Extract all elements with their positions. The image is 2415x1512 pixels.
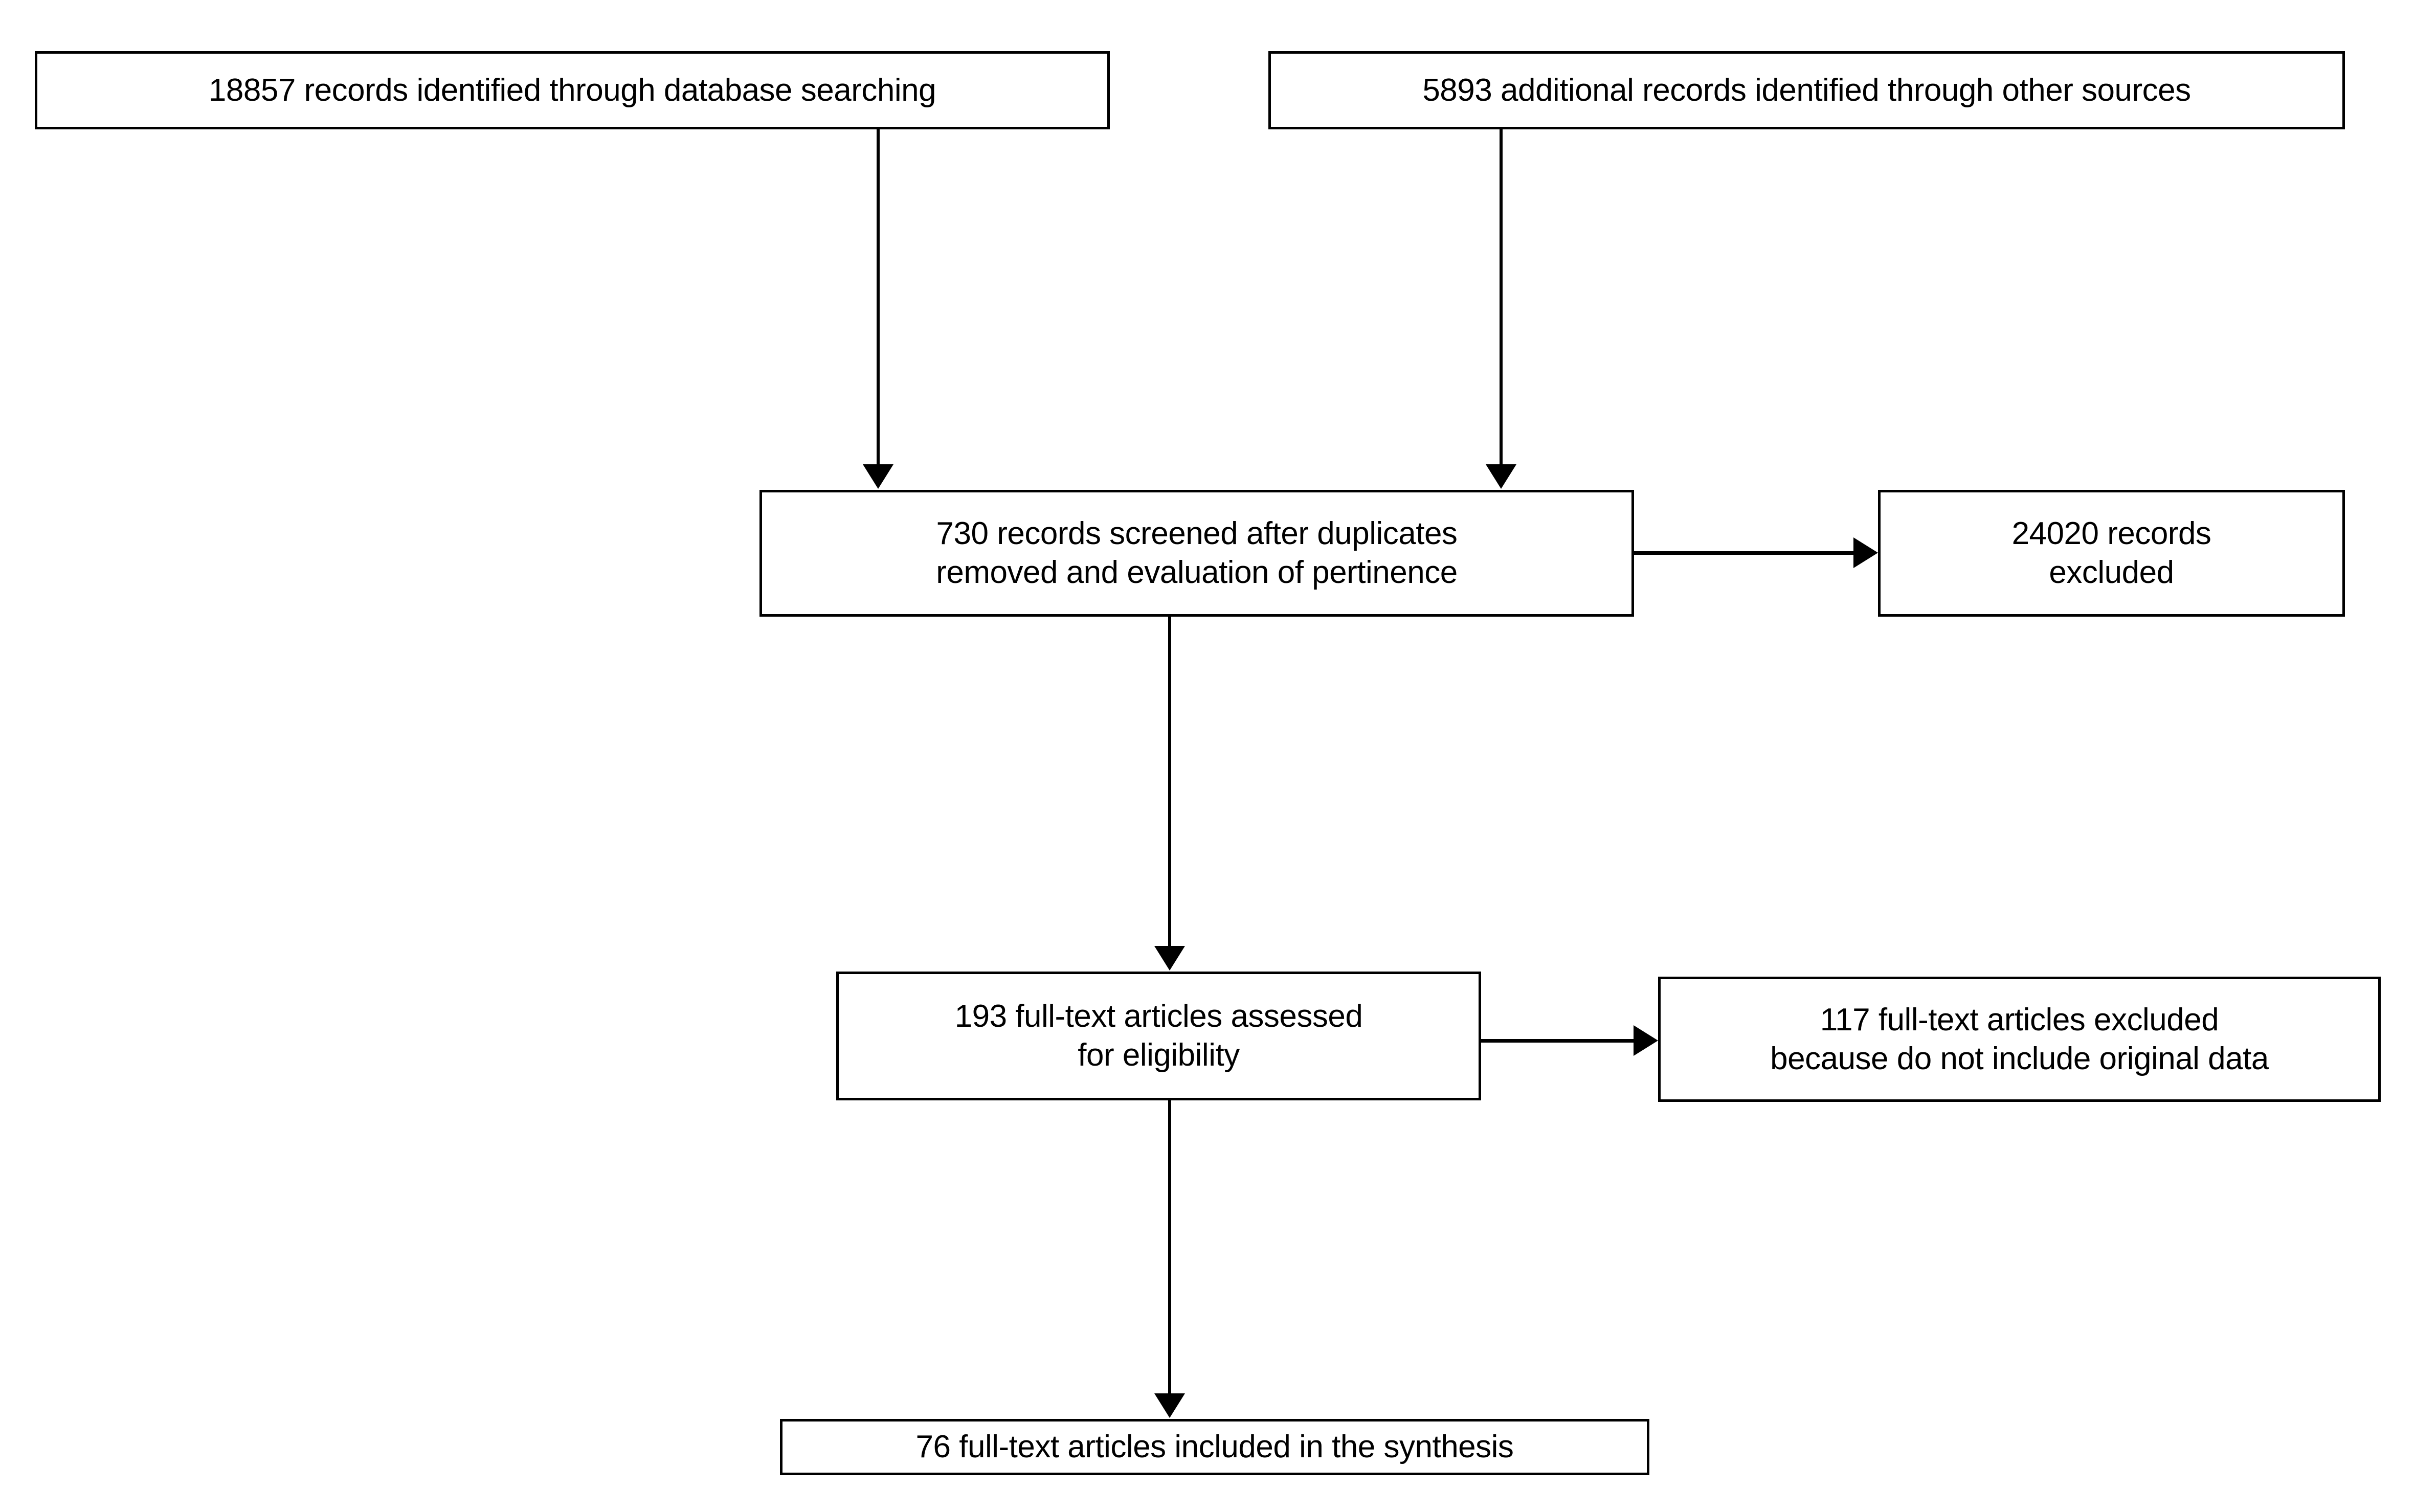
node-records-identified-other-label: 5893 additional records identified throu… bbox=[1422, 72, 2191, 108]
edge-fulltext-to-included-line bbox=[1168, 1100, 1171, 1394]
edge-screened-to-fulltext-arrowhead-icon bbox=[1154, 946, 1185, 971]
edge-db-to-screened-line bbox=[877, 129, 880, 465]
edge-other-to-screened-line bbox=[1500, 129, 1503, 465]
edge-fulltext-to-excluded-line bbox=[1481, 1039, 1635, 1043]
node-full-text-assessed: 193 full-text articles assessed for elig… bbox=[836, 972, 1481, 1100]
edge-other-to-screened-arrowhead-icon bbox=[1486, 464, 1516, 489]
node-articles-included-label: 76 full-text articles included in the sy… bbox=[915, 1429, 1514, 1465]
node-articles-included: 76 full-text articles included in the sy… bbox=[780, 1419, 1649, 1475]
node-full-text-excluded-label: 117 full-text articles excluded because … bbox=[1770, 1002, 2269, 1076]
edge-screened-to-fulltext-line bbox=[1168, 617, 1171, 947]
node-records-excluded: 24020 records excluded bbox=[1878, 490, 2345, 617]
node-records-identified-database: 18857 records identified through databas… bbox=[35, 51, 1110, 129]
edge-screened-to-excluded-arrowhead-icon bbox=[1853, 537, 1878, 568]
node-records-identified-database-label: 18857 records identified through databas… bbox=[208, 72, 936, 108]
edge-screened-to-excluded-line bbox=[1634, 551, 1855, 555]
node-records-excluded-label: 24020 records excluded bbox=[2011, 516, 2211, 590]
node-full-text-assessed-label: 193 full-text articles assessed for elig… bbox=[954, 999, 1363, 1073]
node-full-text-excluded: 117 full-text articles excluded because … bbox=[1658, 977, 2381, 1102]
edge-fulltext-to-excluded-arrowhead-icon bbox=[1634, 1025, 1658, 1056]
node-records-screened: 730 records screened after duplicates re… bbox=[759, 490, 1634, 617]
node-records-screened-label: 730 records screened after duplicates re… bbox=[936, 516, 1458, 590]
edge-fulltext-to-included-arrowhead-icon bbox=[1154, 1393, 1185, 1418]
node-records-identified-other: 5893 additional records identified throu… bbox=[1268, 51, 2345, 129]
edge-db-to-screened-arrowhead-icon bbox=[863, 464, 893, 489]
